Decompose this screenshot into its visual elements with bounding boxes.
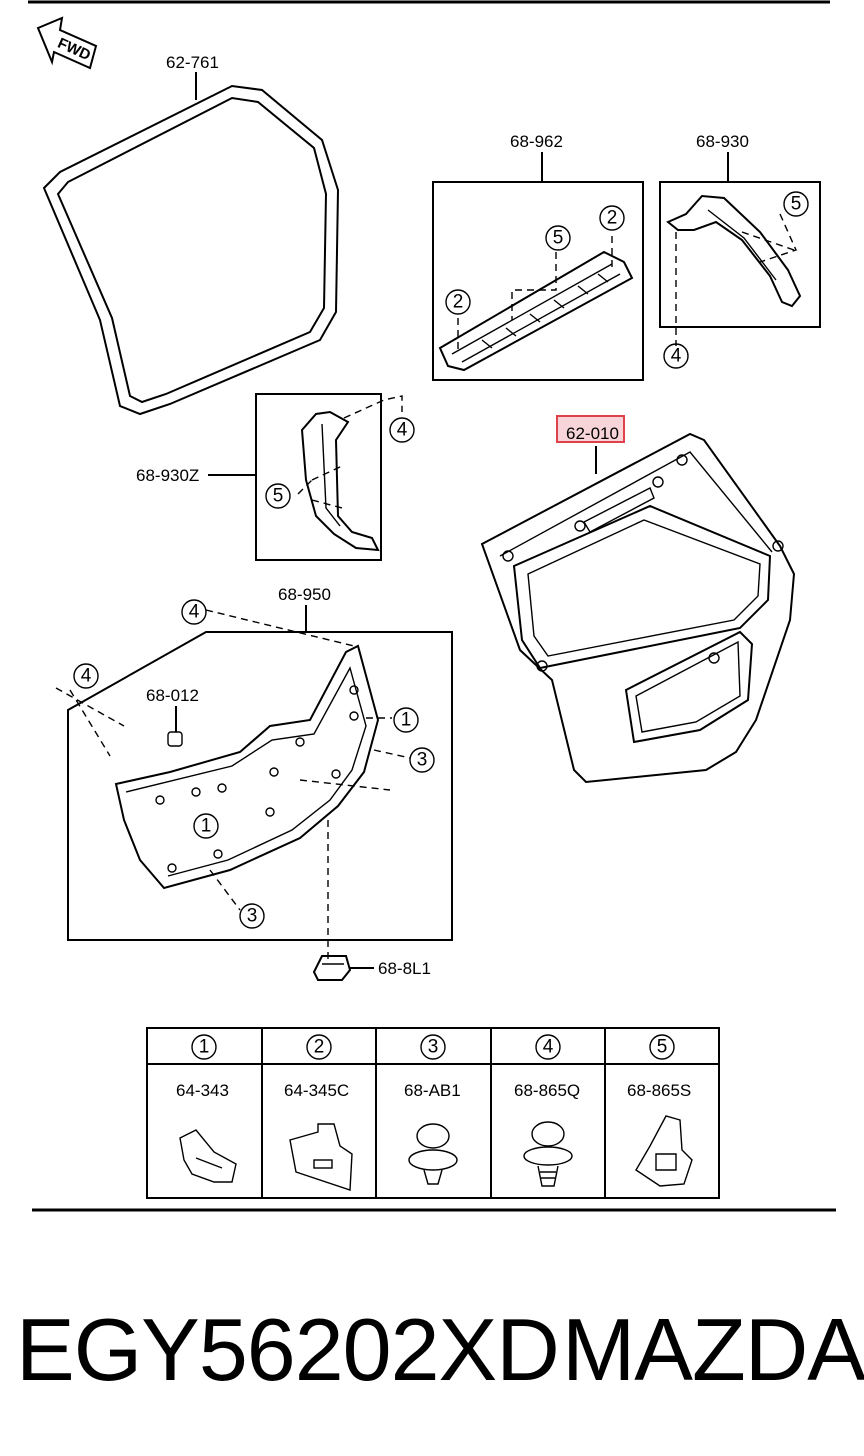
lower-trim-box	[67, 631, 453, 941]
callout-upper-trim[interactable]: 68-962	[510, 132, 563, 151]
svg-text:4: 4	[671, 346, 682, 367]
svg-text:1: 1	[401, 710, 412, 731]
table-part-4: 68-865Q	[514, 1081, 580, 1100]
callout-lamp[interactable]: 68-8L1	[378, 959, 431, 978]
clip-icon-64-343	[179, 1129, 237, 1183]
fwd-label: FWD	[55, 35, 93, 64]
svg-text:2: 2	[453, 292, 464, 313]
side-trim-left-box	[255, 393, 382, 561]
svg-text:5: 5	[273, 486, 284, 507]
leader-dashes	[297, 395, 403, 509]
ref-circles: 2 5 2 5 4 4 5 4 4 1 3 1 3	[73, 191, 809, 929]
lamp-part[interactable]	[312, 955, 352, 981]
side-trim-left-part[interactable]	[300, 410, 380, 552]
fwd-arrow-icon: FWD	[36, 16, 98, 70]
fastener-table: 1 2 3 4 5 64-343 64-345C 68-AB1 68-865Q …	[146, 1027, 720, 1199]
brand-name: MAZDA	[562, 1300, 864, 1399]
table-ref-5: 5	[657, 1037, 668, 1058]
leader-dashes	[675, 213, 797, 346]
lower-trim-part[interactable]	[114, 644, 380, 890]
footer: EGY56202XD MAZDA	[0, 1290, 864, 1410]
svg-text:4: 4	[397, 420, 408, 441]
callout-liftgate-highlight	[556, 415, 625, 443]
table-ref-2: 2	[314, 1037, 325, 1058]
svg-text:3: 3	[247, 906, 258, 927]
leader-dashes	[457, 236, 613, 352]
callout-liftgate[interactable]: 62-010	[566, 424, 619, 443]
svg-text:3: 3	[417, 750, 428, 771]
svg-text:4: 4	[81, 666, 92, 687]
table-part-3: 68-AB1	[404, 1081, 461, 1100]
part-number: EGY56202XD	[16, 1300, 560, 1399]
liftgate-part[interactable]	[480, 432, 796, 784]
weatherstrip-part[interactable]	[42, 84, 340, 416]
table-part-5: 68-865S	[627, 1081, 691, 1100]
svg-text:2: 2	[607, 208, 618, 229]
svg-text:1: 1	[201, 816, 212, 837]
callout-lower-trim[interactable]: 68-950	[278, 585, 331, 604]
clip-icon-64-345c	[289, 1123, 353, 1191]
table-ref-1: 1	[199, 1037, 210, 1058]
table-ref-3: 3	[428, 1037, 439, 1058]
table-part-2: 64-345C	[284, 1081, 349, 1100]
upper-trim-box	[432, 181, 644, 381]
side-trim-right-part[interactable]	[666, 194, 802, 308]
callout-weatherstrip[interactable]: 62-761	[166, 53, 219, 72]
svg-text:4: 4	[189, 602, 200, 623]
pushpin-icon-68-ab1	[408, 1123, 458, 1185]
callout-side-trim-left[interactable]: 68-930Z	[136, 466, 199, 485]
callout-grommet[interactable]: 68-012	[146, 686, 199, 705]
callout-side-trim-right[interactable]: 68-930	[696, 132, 749, 151]
table-ref-4: 4	[543, 1037, 554, 1058]
upper-trim-part[interactable]	[438, 250, 634, 372]
side-trim-right-box	[659, 181, 821, 328]
grommet-part-shape[interactable]	[167, 731, 183, 747]
table-part-1: 64-343	[176, 1081, 229, 1100]
clip-icon-68-865s	[635, 1115, 693, 1187]
leader-dashes	[55, 609, 411, 960]
svg-text:5: 5	[553, 228, 564, 249]
pushpin-icon-68-865q	[523, 1121, 573, 1187]
svg-text:5: 5	[791, 194, 802, 215]
